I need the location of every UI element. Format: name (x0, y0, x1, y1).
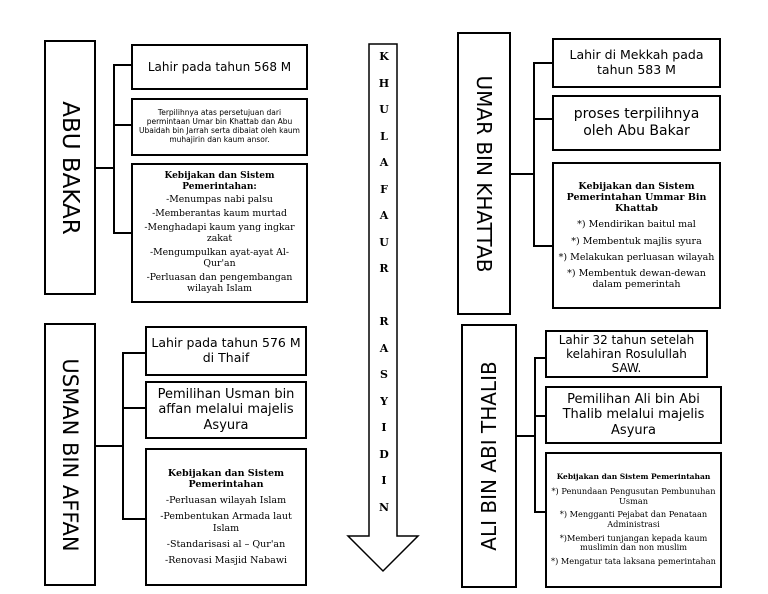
list-item: *) Melakukan perluasan wilayah (558, 251, 715, 263)
usman-election: Pemilihan Usman bin affan melalui majeli… (157, 387, 295, 433)
list-item: *) Membentuk majlis syura (571, 235, 702, 247)
ali-birth: Lahir 32 tahun setelah kelahiran Rosulul… (558, 332, 695, 376)
arrow-letter: A (379, 209, 389, 222)
ali-election-box: Pemilihan Ali bin Abi Thalib melalui maj… (545, 386, 722, 444)
ali-election: Pemilihan Ali bin Abi Thalib melalui maj… (562, 392, 705, 438)
usman-birth-box: Lahir pada tahun 576 M di Thaif (145, 326, 307, 376)
abu-bakar-birth-box: Lahir pada tahun 568 M (131, 44, 308, 90)
arrow-letter: R (379, 262, 389, 275)
arrow-letter: N (378, 500, 390, 514)
arrow-letter: F (380, 182, 388, 196)
list-item: -Mengumpulkan ayat-ayat Al-Qur'an (149, 247, 289, 270)
abu-bakar-election: Terpilihnya atas persetujuan dari permin… (138, 108, 300, 144)
list-item: *) Penundaan Pengusutan Pembunuhan Usman (551, 486, 716, 506)
arrow-letter: H (378, 76, 390, 90)
usman-policy-heading: Kebijakan dan Sistem Pemerintahan (167, 467, 285, 490)
umar-election-box: proses terpilihnya oleh Abu Bakar (552, 95, 721, 151)
arrow-letter: U (379, 235, 389, 249)
umar-birth: Lahir di Mekkah pada tahun 583 M (569, 47, 704, 77)
usman-policy-list: -Perluasan wilayah Islam -Pembentukan Ar… (151, 495, 301, 566)
abu-bakar-policy-box: Kebijakan dan Sistem Pemerintahan: -Menu… (131, 163, 308, 303)
arrow-letter: Y (380, 394, 388, 408)
usman-title-box: USMAN BIN AFFAN (44, 323, 96, 586)
umar-birth-box: Lahir di Mekkah pada tahun 583 M (552, 38, 721, 88)
ali-title: ALI BIN ABI THALIB (477, 361, 501, 551)
ali-policy-list: *) Penundaan Pengusutan Pembunuhan Usman… (551, 486, 716, 567)
arrow-letter: A (379, 341, 389, 355)
umar-policy-list: *) Mendirikan baitul mal *) Membentuk ma… (558, 219, 715, 290)
umar-title-box: UMAR BIN KHATTAB (457, 32, 511, 315)
abu-bakar-title: ABU BAKAR (57, 100, 83, 235)
usman-title: USMAN BIN AFFAN (58, 357, 82, 552)
ali-birth-box: Lahir 32 tahun setelah kelahiran Rosulul… (545, 330, 708, 378)
arrow-letter: U (379, 103, 389, 116)
list-item: -Menghadapi kaum yang ingkar zakat (144, 222, 295, 245)
arrow-letter: R (379, 315, 389, 328)
ali-policy-box: Kebijakan dan Sistem Pemerintahan *) Pen… (545, 452, 722, 588)
list-item: -Memberantas kaum murtad (152, 208, 287, 220)
arrow-letter: L (380, 129, 388, 143)
ali-policy-heading: Kebijakan dan Sistem Pemerintahan (556, 472, 711, 482)
list-item: *) Mendirikan baitul mal (577, 219, 696, 231)
list-item: -Pembentukan Armada laut Islam (160, 511, 292, 534)
arrow-letter: D (379, 447, 389, 461)
arrow-letter: I (381, 421, 387, 434)
list-item: -Perluasan wilayah Islam (165, 495, 287, 507)
list-item: -Standarisasi al – Qur'an (166, 538, 286, 550)
list-item: *) Membentuk dewan-dewan dalam pemerinta… (567, 267, 706, 291)
arrow-letter: I (381, 474, 387, 487)
list-item: -Perluasan dan pengembangan wilayah Isla… (146, 272, 293, 295)
list-item: *) Mengatur tata laksana pemerintahan (551, 556, 716, 567)
usman-birth: Lahir pada tahun 576 M di Thaif (151, 335, 301, 365)
umar-policy-box: Kebijakan dan Sistem Pemerintahan Ummar … (552, 162, 721, 309)
arrow-letter: K (379, 50, 389, 63)
umar-title: UMAR BIN KHATTAB (472, 75, 496, 272)
list-item: *)Memberi tunjangan kepada kaum muslimin… (559, 532, 708, 553)
arrow-letter: S (380, 368, 388, 381)
arrow-letter: A (379, 156, 389, 169)
list-item: -Renovasi Masjid Nabawi (164, 555, 288, 566)
abu-bakar-title-box: ABU BAKAR (44, 40, 96, 295)
usman-policy-box: Kebijakan dan Sistem Pemerintahan -Perlu… (145, 448, 307, 586)
umar-election: proses terpilihnya oleh Abu Bakar (573, 106, 700, 139)
abu-bakar-policy-heading: Kebijakan dan Sistem Pemerintahan: (164, 171, 275, 192)
list-item: -Menumpas nabi palsu (166, 194, 273, 206)
umar-policy-heading: Kebijakan dan Sistem Pemerintahan Ummar … (566, 180, 707, 215)
ali-title-box: ALI BIN ABI THALIB (461, 324, 517, 588)
usman-election-box: Pemilihan Usman bin affan melalui majeli… (145, 381, 307, 439)
abu-bakar-election-box: Terpilihnya atas persetujuan dari permin… (131, 98, 308, 156)
list-item: *) Mengganti Pejabat dan Penataan Admini… (559, 509, 708, 530)
abu-bakar-policy-list: -Menumpas nabi palsu -Memberantas kaum m… (137, 194, 302, 295)
abu-bakar-birth: Lahir pada tahun 568 M (147, 59, 292, 74)
